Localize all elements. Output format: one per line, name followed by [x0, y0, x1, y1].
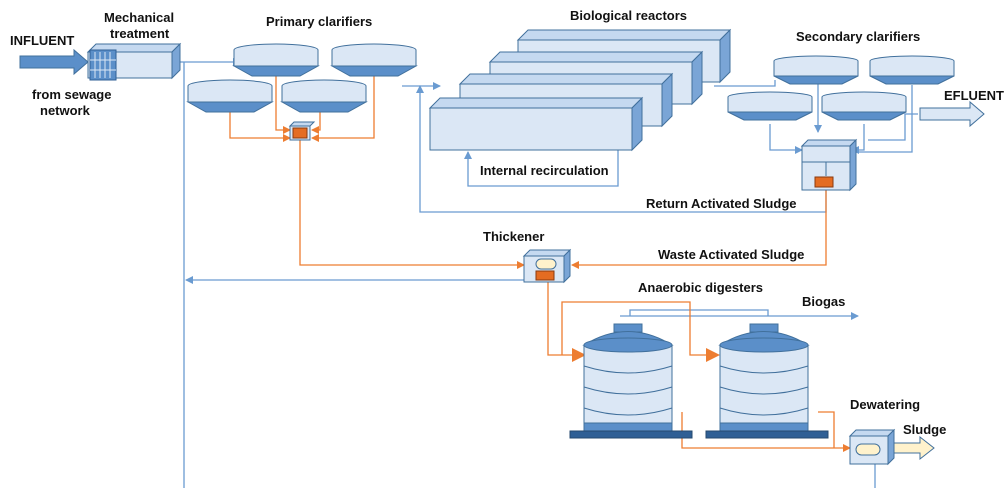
anaerobic-digester-2	[705, 323, 829, 439]
return-activated-sludge-label: Return Activated Sludge	[646, 196, 796, 211]
anaerobic-digester-1	[569, 323, 693, 439]
effluent-arrow	[919, 100, 985, 128]
secondary-clarifiers-label: Secondary clarifiers	[796, 29, 920, 44]
biogas-label: Biogas	[802, 294, 845, 309]
thickener-unit	[522, 248, 572, 284]
secondary-clarifier-4	[821, 91, 907, 121]
return-sludge-pump-station	[800, 138, 858, 192]
biological-reactor-1	[428, 96, 644, 152]
primary-clarifier-2	[330, 43, 418, 77]
from-sewage-label-2: network	[40, 103, 91, 118]
secondary-clarifier-2	[869, 55, 955, 85]
thickener-label: Thickener	[483, 229, 544, 244]
primary-sludge-pump	[288, 121, 316, 141]
dewatering-unit	[848, 428, 896, 466]
sludge-output-arrow	[893, 435, 935, 461]
waste-activated-sludge-label: Waste Activated Sludge	[658, 247, 804, 262]
internal-recirculation-label: Internal recirculation	[480, 163, 609, 178]
effluent-label: EFLUENT	[944, 88, 1004, 103]
secondary-clarifier-3	[727, 91, 813, 121]
mechanical-label-2: treatment	[110, 26, 170, 41]
primary-clarifier-1	[232, 43, 320, 77]
influent-arrow	[19, 48, 89, 76]
biological-reactors-label: Biological reactors	[570, 8, 687, 23]
anaerobic-digesters-label: Anaerobic digesters	[638, 280, 763, 295]
mechanical-treatment-unit	[86, 42, 182, 81]
secondary-clarifier-1	[773, 55, 859, 85]
dewatering-label: Dewatering	[850, 397, 920, 412]
primary-clarifier-3	[186, 79, 274, 113]
sludge-label: Sludge	[903, 422, 946, 437]
primary-clarifier-4	[280, 79, 368, 113]
sludge-lines	[229, 74, 851, 452]
from-sewage-label-1: from sewage	[32, 87, 111, 102]
influent-label: INFLUENT	[10, 33, 74, 48]
primary-clarifiers-label: Primary clarifiers	[266, 14, 372, 29]
mechanical-label-1: Mechanical	[104, 10, 174, 25]
